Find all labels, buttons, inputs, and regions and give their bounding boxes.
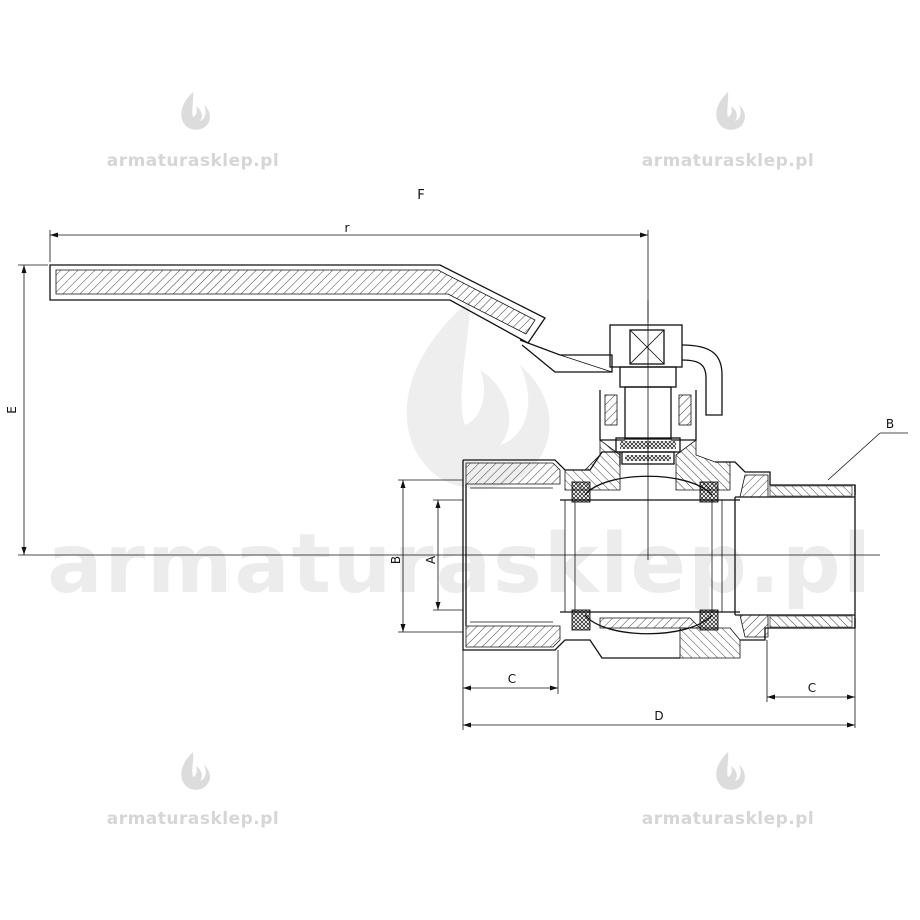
dimension-label-a: A <box>424 555 438 564</box>
dimension-label-c-right: C <box>808 681 816 695</box>
dimension-label-r: r <box>345 221 350 235</box>
watermark-text: armaturasklep.pl <box>642 151 815 171</box>
dimension-label-f: F <box>417 188 424 203</box>
thread-leader-b <box>827 432 908 481</box>
watermark-text: armaturasklep.pl <box>642 809 815 829</box>
dimension-e <box>18 264 380 556</box>
lever-handle <box>49 264 613 373</box>
dimension-b-outer <box>398 479 463 633</box>
thread-label-b: B <box>886 417 894 431</box>
watermark-text: armaturasklep.pl <box>107 809 280 829</box>
flame-logo-icon <box>716 92 745 130</box>
dimension-r <box>49 230 649 322</box>
watermark-text: armaturasklep.pl <box>107 151 280 171</box>
flame-logo-icon <box>406 300 550 489</box>
dimension-d <box>462 694 855 730</box>
valve-body <box>462 439 856 659</box>
watermark-top-left: armaturasklep.pl <box>107 92 280 171</box>
stem-nut <box>609 324 683 368</box>
watermark-large: armaturasklep.pl <box>47 300 873 612</box>
watermark-text-large: armaturasklep.pl <box>47 517 873 612</box>
dimension-label-b-outer: B <box>389 556 403 564</box>
watermark-bottom-left: armaturasklep.pl <box>107 752 280 829</box>
flame-logo-icon <box>181 752 210 790</box>
dimension-label-c-left: C <box>508 672 516 686</box>
dimension-c-left <box>462 650 559 694</box>
valve-stem <box>599 366 697 465</box>
dimension-c-right <box>766 628 856 728</box>
stop-lug <box>681 344 723 416</box>
flame-logo-icon <box>716 752 745 790</box>
flame-logo-icon <box>181 92 210 130</box>
watermark-top-right: armaturasklep.pl <box>642 92 815 171</box>
dimension-a <box>433 499 463 611</box>
dimension-label-d: D <box>654 709 663 723</box>
watermark-bottom-right: armaturasklep.pl <box>642 752 815 829</box>
dimension-label-e: E <box>5 406 19 414</box>
